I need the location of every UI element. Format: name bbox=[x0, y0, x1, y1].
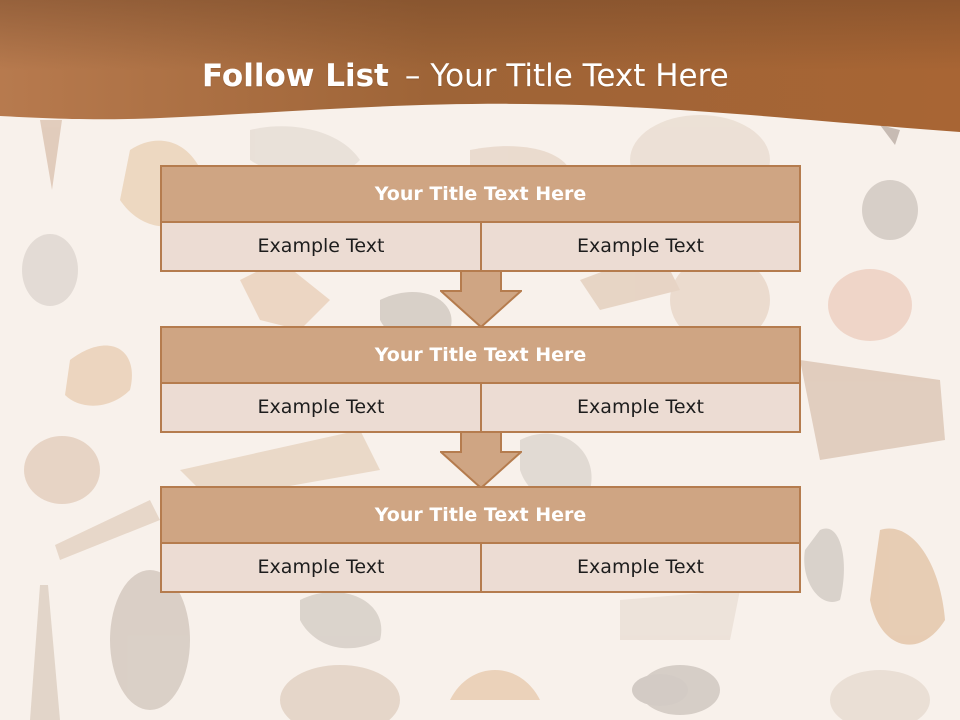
slide-title-main: Follow List bbox=[202, 58, 389, 94]
down-arrow-icon bbox=[440, 266, 522, 328]
block-title: Your Title Text Here bbox=[160, 486, 801, 544]
header-band bbox=[0, 0, 960, 132]
block-left-text: Example Text bbox=[160, 382, 482, 433]
block-left-text: Example Text bbox=[160, 221, 482, 272]
slide-title-separator: – bbox=[404, 58, 421, 94]
block-title: Your Title Text Here bbox=[160, 326, 801, 384]
block-title: Your Title Text Here bbox=[160, 165, 801, 223]
block-right-text: Example Text bbox=[480, 542, 801, 593]
slide-title: Follow List–Your Title Text Here bbox=[202, 54, 729, 98]
list-block-3: Your Title Text Here Example Text Exampl… bbox=[160, 486, 801, 593]
block-left-text: Example Text bbox=[160, 542, 482, 593]
block-right-text: Example Text bbox=[480, 382, 801, 433]
down-arrow-icon bbox=[440, 427, 522, 489]
list-block-2: Your Title Text Here Example Text Exampl… bbox=[160, 326, 801, 433]
list-block-1: Your Title Text Here Example Text Exampl… bbox=[160, 165, 801, 272]
block-right-text: Example Text bbox=[480, 221, 801, 272]
slide-title-rest: Your Title Text Here bbox=[430, 58, 729, 94]
